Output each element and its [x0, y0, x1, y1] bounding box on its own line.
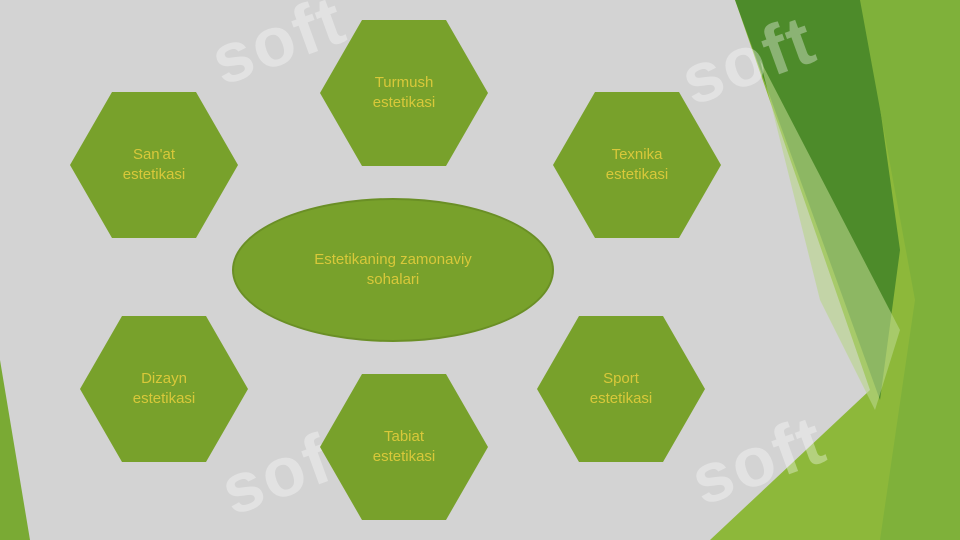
hex-node-dizayn: Dizayn estetikasi — [80, 316, 248, 462]
hex-node-label: Tabiat estetikasi — [372, 428, 436, 465]
hex-node-label: San'at estetikasi — [122, 146, 186, 183]
hex-node-label: Dizayn estetikasi — [132, 370, 196, 407]
hex-node-label: Sport estetikasi — [589, 370, 653, 407]
center-label: Estetikaning zamonaviy sohalari — [314, 251, 472, 288]
hex-node-sport: Sport estetikasi — [537, 316, 705, 462]
hex-node-label: Turmush estetikasi — [372, 74, 436, 111]
center-ellipse: Estetikaning zamonaviy sohalari — [232, 198, 554, 342]
hex-node-tabiat: Tabiat estetikasi — [320, 374, 488, 520]
hex-node-label: Texnika estetikasi — [605, 146, 669, 183]
